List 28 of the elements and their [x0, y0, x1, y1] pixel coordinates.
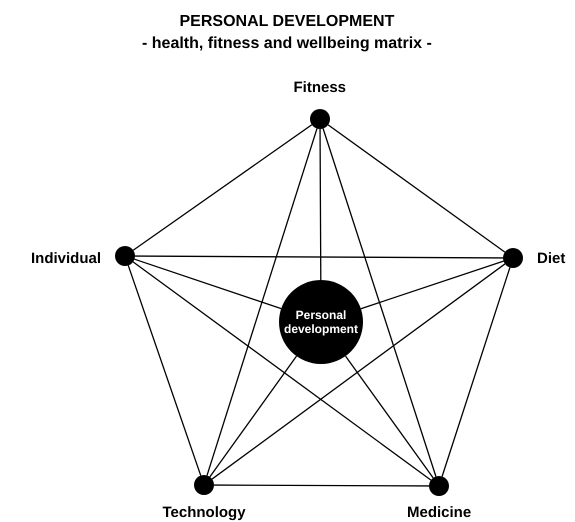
connector-line — [319, 129, 322, 280]
connector-line — [345, 356, 434, 478]
connector-line — [206, 128, 318, 476]
node-dot — [115, 246, 135, 266]
connector-line — [328, 124, 506, 253]
node-label: Medicine — [407, 504, 472, 520]
node-label: Individual — [31, 250, 102, 266]
node-label: Fitness — [294, 78, 346, 96]
connector-line — [135, 255, 503, 259]
node-dot — [503, 248, 523, 268]
node-dot — [429, 476, 449, 496]
connector-line — [214, 484, 429, 487]
node-label: Personal development — [282, 308, 359, 336]
node-label: Diet — [537, 250, 566, 266]
connector-line — [132, 261, 432, 481]
connector-line — [128, 265, 202, 476]
diagram-title: PERSONAL DEVELOPMENT — [180, 13, 394, 31]
connector-line — [212, 263, 506, 480]
connector-line — [134, 258, 282, 310]
connector-line — [322, 128, 437, 477]
node-dot — [310, 109, 330, 129]
node-label: Technology — [162, 504, 246, 520]
connector-line — [360, 260, 504, 310]
subtitle: - health, fitness and wellbeing matrix - — [142, 35, 432, 53]
connector-line — [441, 267, 511, 477]
connector-line — [209, 356, 298, 478]
node-dot — [194, 475, 214, 495]
connector-line — [132, 124, 312, 251]
